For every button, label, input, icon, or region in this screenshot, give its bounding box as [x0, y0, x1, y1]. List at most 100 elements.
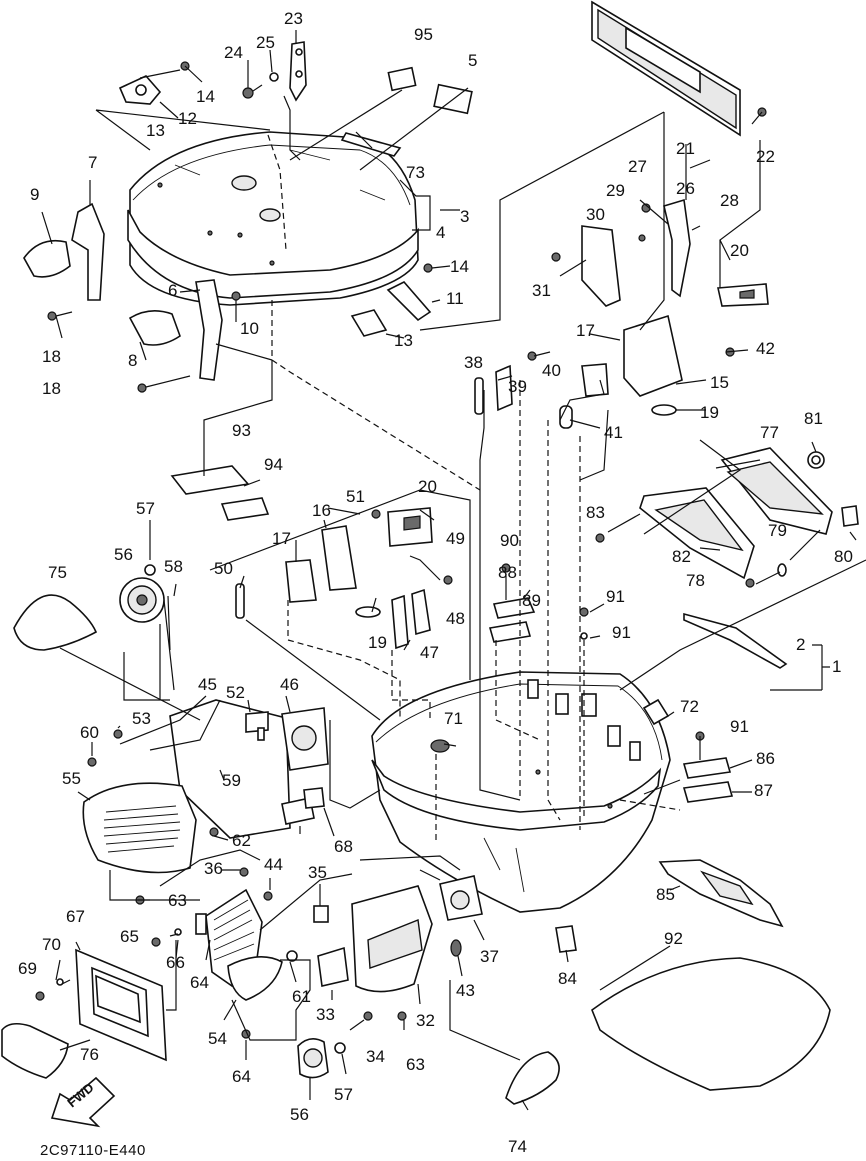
callout-55: 55: [62, 769, 81, 788]
callout-79: 79: [768, 521, 787, 540]
callout-37: 37: [480, 947, 499, 966]
reflector-plate: [591, 0, 741, 137]
callout-34: 34: [366, 1047, 385, 1066]
callout-56: 56: [290, 1105, 309, 1124]
callout-83: 83: [586, 503, 605, 522]
callout-13: 13: [394, 331, 413, 350]
callout-20: 20: [418, 477, 437, 496]
callout-33: 33: [316, 1005, 335, 1024]
callout-54: 54: [208, 1029, 227, 1048]
callout-66: 66: [166, 953, 185, 972]
callout-45: 45: [198, 675, 217, 694]
lid-assembly: [127, 131, 419, 306]
callout-29: 29: [606, 181, 625, 200]
callout-26: 26: [676, 179, 695, 198]
callout-3: 3: [460, 207, 469, 226]
callout-68: 68: [334, 837, 353, 856]
callout-78: 78: [686, 571, 705, 590]
callout-48: 48: [446, 609, 465, 628]
callout-12: 12: [178, 109, 197, 128]
callout-31: 31: [532, 281, 551, 300]
callout-72: 72: [680, 697, 699, 716]
callout-46: 46: [280, 675, 299, 694]
callout-64: 64: [190, 973, 209, 992]
callout-73: 73: [406, 163, 425, 182]
callout-63: 63: [168, 891, 187, 910]
callout-24: 24: [224, 43, 243, 62]
leader-lines: [41, 30, 866, 1111]
callout-77: 77: [760, 423, 779, 442]
callout-69: 69: [18, 959, 37, 978]
callout-9: 9: [30, 185, 39, 204]
callout-91: 91: [606, 587, 625, 606]
callout-2: 2: [796, 635, 805, 654]
callout-82: 82: [672, 547, 691, 566]
callout-63: 63: [406, 1055, 425, 1074]
callout-13: 13: [146, 121, 165, 140]
callout-40: 40: [542, 361, 561, 380]
fwd-arrow: FWD: [50, 1076, 116, 1128]
callout-6: 6: [168, 281, 177, 300]
callout-70: 70: [42, 935, 61, 954]
callout-25: 25: [256, 33, 275, 52]
callout-53: 53: [132, 709, 151, 728]
callout-19: 19: [700, 403, 719, 422]
callout-22: 22: [756, 147, 775, 166]
callout-44: 44: [264, 855, 283, 874]
callout-62: 62: [232, 831, 251, 850]
callout-labels: 1234567891011121313141415161717181819192…: [18, 9, 853, 1156]
callout-91: 91: [612, 623, 631, 642]
callout-17: 17: [272, 529, 291, 548]
callout-35: 35: [308, 863, 327, 882]
callout-16: 16: [312, 501, 331, 520]
callout-32: 32: [416, 1011, 435, 1030]
callout-10: 10: [240, 319, 259, 338]
callout-91: 91: [730, 717, 749, 736]
callout-49: 49: [446, 529, 465, 548]
callout-4: 4: [436, 223, 445, 242]
callout-18: 18: [42, 379, 61, 398]
callout-42: 42: [756, 339, 775, 358]
callout-41: 41: [604, 423, 623, 442]
callout-57: 57: [136, 499, 155, 518]
callout-21: 21: [676, 139, 695, 158]
callout-47: 47: [420, 643, 439, 662]
callout-17: 17: [576, 321, 595, 340]
callout-1: 1: [832, 657, 841, 676]
callout-15: 15: [710, 373, 729, 392]
callout-92: 92: [664, 929, 683, 948]
callout-43: 43: [456, 981, 475, 1000]
callout-93: 93: [232, 421, 251, 440]
callout-86: 86: [756, 749, 775, 768]
callout-7: 7: [88, 153, 97, 172]
callout-8: 8: [128, 351, 137, 370]
callout-28: 28: [720, 191, 739, 210]
callout-51: 51: [346, 487, 365, 506]
callout-67: 67: [66, 907, 85, 926]
callout-56: 56: [114, 545, 133, 564]
callout-23: 23: [284, 9, 303, 28]
callout-90: 90: [500, 531, 519, 550]
callout-61: 61: [292, 987, 311, 1006]
callout-87: 87: [754, 781, 773, 800]
callout-60: 60: [80, 723, 99, 742]
callout-71: 71: [444, 709, 463, 728]
callout-39: 39: [508, 377, 527, 396]
callout-20: 20: [730, 241, 749, 260]
callout-76: 76: [80, 1045, 99, 1064]
callout-14: 14: [196, 87, 215, 106]
callout-80: 80: [834, 547, 853, 566]
callout-19: 19: [368, 633, 387, 652]
callout-85: 85: [656, 885, 675, 904]
callout-27: 27: [628, 157, 647, 176]
callout-65: 65: [120, 927, 139, 946]
callout-52: 52: [226, 683, 245, 702]
callout-74: 74: [508, 1137, 527, 1156]
callout-14: 14: [450, 257, 469, 276]
callout-36: 36: [204, 859, 223, 878]
callout-88: 88: [498, 563, 517, 582]
callout-89: 89: [522, 591, 541, 610]
callout-50: 50: [214, 559, 233, 578]
callout-5: 5: [468, 51, 477, 70]
